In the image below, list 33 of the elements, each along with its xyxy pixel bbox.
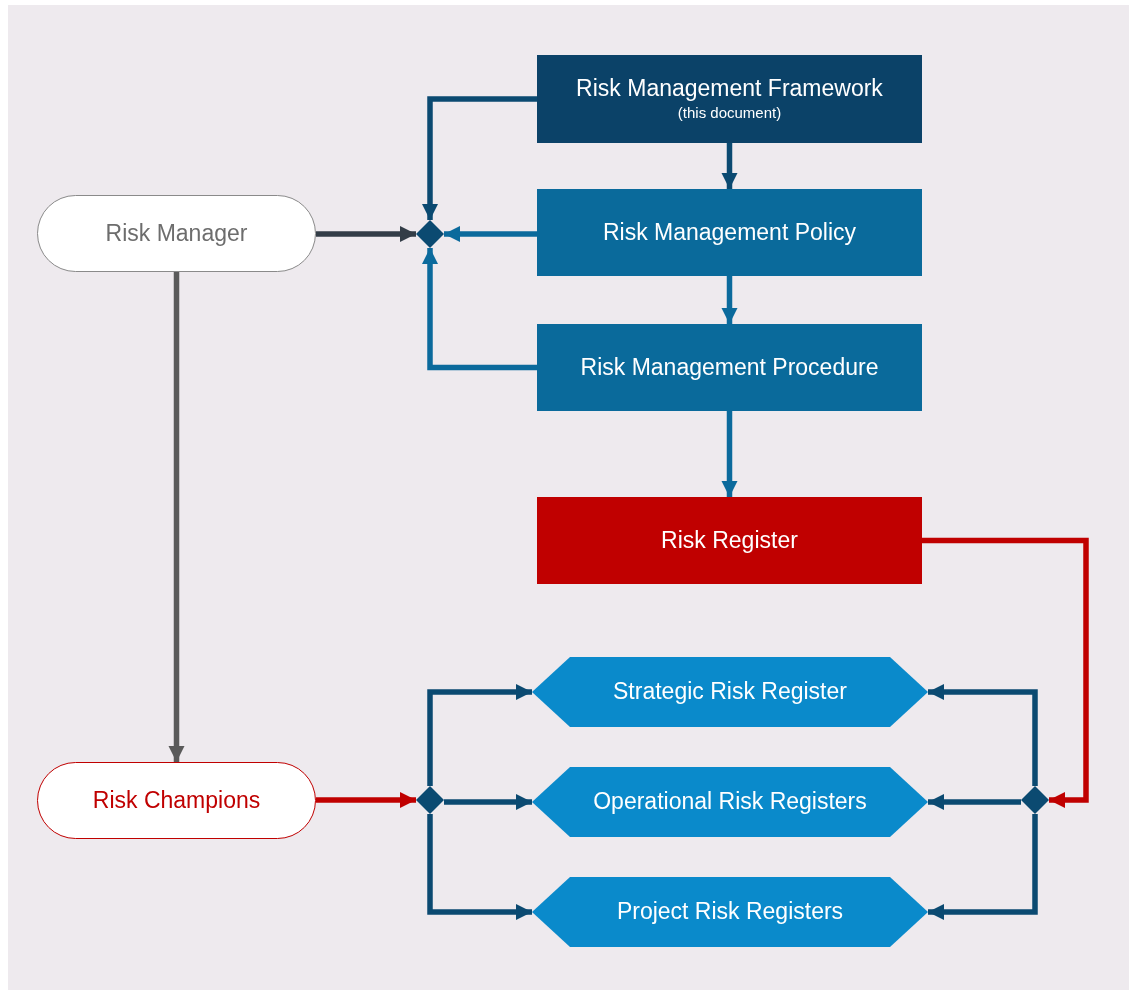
arrow xyxy=(422,96,537,220)
box-label: Risk Champions xyxy=(91,786,262,815)
process-box xyxy=(537,324,922,411)
box-label: Risk Register xyxy=(660,526,799,555)
arrow xyxy=(721,411,738,497)
box-label: Risk Management Procedure xyxy=(579,353,880,382)
box-label: Project Risk Registers xyxy=(615,898,845,926)
box-label: Operational Risk Registers xyxy=(592,788,868,816)
process-box xyxy=(537,497,922,584)
arrow xyxy=(922,537,1089,808)
arrow xyxy=(928,814,1038,920)
junction-diamond xyxy=(416,220,444,248)
arrow xyxy=(928,684,1038,786)
arrow xyxy=(427,684,532,786)
arrow xyxy=(928,794,1021,810)
box-label: Strategic Risk Register xyxy=(612,678,848,706)
box-label: Risk Management Framework xyxy=(575,75,884,104)
arrow xyxy=(316,792,416,808)
arrow xyxy=(168,272,185,762)
arrow xyxy=(721,143,738,189)
junction-diamond xyxy=(1021,786,1049,814)
box-label: Risk Manager xyxy=(104,219,249,248)
arrow xyxy=(422,248,537,371)
junction-diamond xyxy=(416,786,444,814)
arrow xyxy=(721,276,738,324)
arrow xyxy=(316,226,416,242)
box-label: Risk Management Policy xyxy=(601,218,858,247)
arrow xyxy=(444,794,532,810)
process-box xyxy=(537,55,922,143)
box-sublabel: (this document) xyxy=(677,103,782,123)
arrow xyxy=(427,814,532,920)
arrow xyxy=(444,226,537,242)
process-box xyxy=(537,189,922,276)
